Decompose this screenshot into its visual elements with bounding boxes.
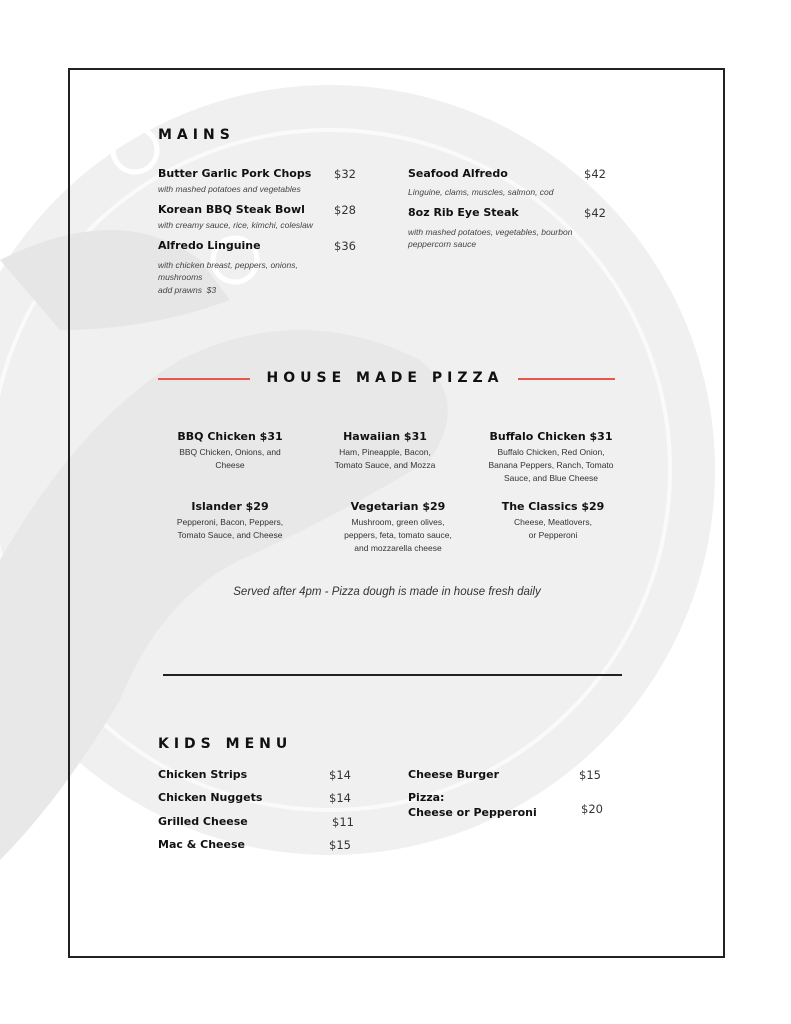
pizza-desc: Mushroom, green olives,peppers, feta, to… [344,517,452,553]
pizza-name: Vegetarian $29 [350,500,446,513]
kids-item-price: $14 [329,791,351,805]
menu-item-desc: with mashed potatoes and vegetables [158,184,301,194]
menu-item-price: $32 [334,167,356,181]
pizza-desc: Buffalo Chicken, Red Onion,Banana Pepper… [488,447,614,483]
pizza-name: BBQ Chicken $31 [177,430,283,443]
kids-item-name: Cheese or Pepperoni [408,806,537,819]
kids-item-name: Chicken Strips [158,768,248,781]
menu-item-extra: add prawns $3 [158,285,217,295]
pizza-desc: Cheese, Meatlovers,or Pepperoni [514,517,592,540]
menu-frame [68,68,725,958]
menu-item-price: $36 [334,239,356,253]
kids-item-price: $14 [329,768,351,782]
kids-item-name: Chicken Nuggets [158,791,263,804]
mains-heading: MAINS [158,127,235,143]
kids-item-price: $15 [579,768,601,782]
kids-item-name: Grilled Cheese [158,815,248,828]
menu-item-price: $42 [584,206,606,220]
pizza-name: Islander $29 [191,500,269,513]
accent-line [518,378,615,380]
menu-item-desc: with mashed potatoes, vegetables, bourbo… [408,227,573,237]
menu-item-name: Seafood Alfredo [408,167,508,180]
kids-item-name: Pizza: [408,791,445,804]
kids-heading: KIDS MENU [158,736,293,752]
pizza-desc: Pepperoni, Bacon, Peppers,Tomato Sauce, … [176,517,284,540]
pizza-name: Buffalo Chicken $31 [489,430,613,443]
kids-item-price: $11 [332,815,354,829]
kids-item-name: Cheese Burger [408,768,500,781]
divider [163,674,622,676]
menu-item-desc: Linguine, clams, muscles, salmon, cod [408,187,554,197]
menu-item-name: Butter Garlic Pork Chops [158,167,312,180]
menu-item-desc: with creamy sauce, rice, kimchi, colesla… [158,220,313,230]
pizza-name: Hawaiian $31 [343,430,427,443]
pizza-note: Served after 4pm - Pizza dough is made i… [233,586,541,598]
menu-item-name: Korean BBQ Steak Bowl [158,203,305,216]
menu-item-price: $28 [334,203,356,217]
pizza-desc: Ham, Pineapple, Bacon,Tomato Sauce, and … [334,447,436,470]
kids-item-price: $20 [581,802,603,816]
kids-item-price: $15 [329,838,351,852]
menu-item-desc: mushrooms [158,272,203,282]
kids-item-name: Mac & Cheese [158,838,245,851]
menu-item-price: $42 [584,167,606,181]
pizza-heading: HOUSE MADE PIZZA [266,370,504,386]
accent-line [158,378,250,380]
menu-item-name: 8oz Rib Eye Steak [408,206,519,219]
menu-item-desc: peppercorn sauce [408,239,477,249]
menu-item-desc: with chicken breast, peppers, onions, [158,260,298,270]
menu-item-name: Alfredo Linguine [158,239,261,252]
pizza-name: The Classics $29 [501,500,605,513]
